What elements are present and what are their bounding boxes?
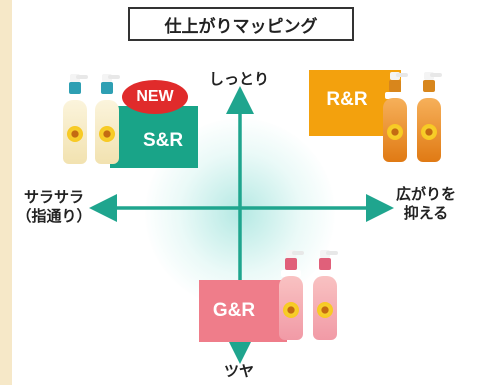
- axis-label-left-line1: サラサラ: [23, 188, 84, 206]
- new-badge-text: NEW: [136, 88, 174, 105]
- axis-label-right: 広がりを 抑える: [378, 185, 474, 223]
- axis-label-right-line2: 抑える: [403, 204, 449, 222]
- side-strip: [0, 0, 12, 385]
- axis-label-left-line2: （指通り）: [16, 207, 92, 225]
- product-box-sr: S&R: [110, 106, 198, 168]
- product-box-gr: G&R: [199, 280, 287, 342]
- page-title: 仕上がりマッピング: [128, 7, 354, 41]
- bottle-image-gr-1: [278, 250, 304, 340]
- bottle-image-gr-2: [312, 250, 338, 340]
- new-badge: NEW: [122, 80, 188, 114]
- product-label-rr: R&R: [326, 89, 368, 110]
- bottle-image-rr-1: [382, 72, 408, 162]
- bottle-image-rr-2: [416, 72, 442, 162]
- bottle-image-sr-1: [62, 74, 88, 164]
- title-text: 仕上がりマッピング: [164, 16, 318, 37]
- bottle-image-sr-2: [94, 74, 120, 164]
- product-label-gr: G&R: [212, 300, 256, 321]
- product-label-sr: S&R: [142, 130, 184, 151]
- axis-label-top: しっとり: [208, 70, 269, 88]
- axis-label-left: サラサラ （指通り）: [12, 188, 96, 226]
- axis-label-bottom: ツヤ: [223, 362, 254, 380]
- axis-label-right-line1: 広がりを: [395, 185, 456, 203]
